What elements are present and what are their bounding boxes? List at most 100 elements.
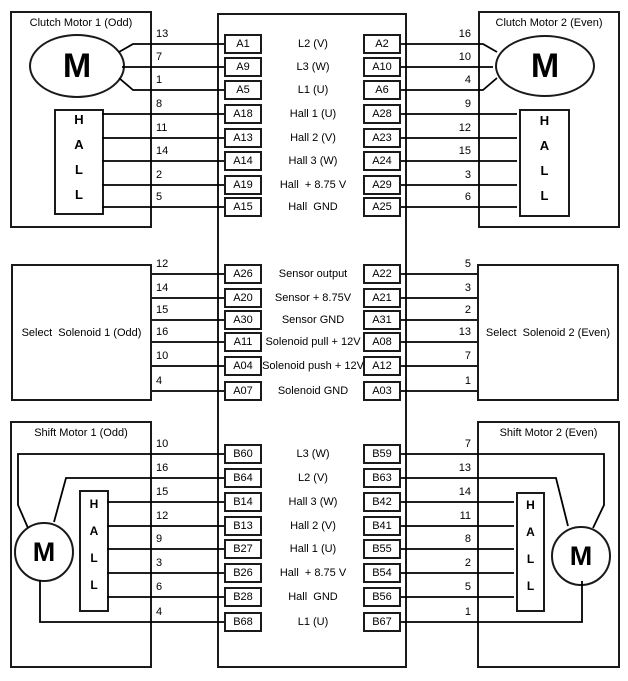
signal-label: Hall 2 (V) — [290, 520, 336, 532]
pin-box-right: A25 — [363, 197, 401, 217]
signal-label: L3 (W) — [296, 448, 330, 460]
wire-number-right: 11 — [459, 510, 471, 522]
clutch-motor-1-box: Clutch Motor 1 (Odd) M HALL — [10, 11, 152, 228]
pin-box-right: A2 — [363, 34, 401, 54]
signal-label: Solenoid push + 12V — [262, 360, 364, 372]
signal-label: Hall 1 (U) — [289, 108, 337, 120]
wire-number-left: 9 — [156, 533, 163, 545]
pin-box-right: B63 — [363, 468, 401, 488]
pin-box-left: A13 — [224, 128, 262, 148]
wire-number-left: 10 — [156, 350, 169, 362]
wire-number-left: 2 — [156, 169, 163, 181]
pin-box-left: B27 — [224, 539, 262, 559]
hall-label: HALL — [523, 498, 538, 606]
pin-box-left: A15 — [224, 197, 262, 217]
pin-box-right: A24 — [363, 151, 401, 171]
wire-number-left: 16 — [156, 326, 169, 338]
select-solenoid-1-box: Select Solenoid 1 (Odd) — [11, 264, 152, 401]
wire-number-right: 2 — [464, 304, 471, 316]
pin-box-right: A6 — [363, 80, 401, 100]
hall-label: HALL — [87, 497, 101, 605]
wire-number-left: 13 — [156, 28, 169, 40]
signal-label: Hall + 8.75 V — [279, 567, 347, 579]
wire-number-right: 3 — [464, 169, 471, 181]
motor-letter: M — [569, 540, 593, 571]
wire-number-right: 3 — [464, 282, 471, 294]
pin-box-right: A31 — [363, 310, 401, 330]
pin-box-right: A10 — [363, 57, 401, 77]
wire-number-left: 7 — [156, 51, 163, 63]
pin-box-left: B28 — [224, 587, 262, 607]
wire-number-left: 16 — [156, 462, 169, 474]
pin-box-right: B41 — [363, 516, 401, 536]
signal-label: L1 (U) — [297, 84, 329, 96]
hall-label: HALL — [71, 112, 87, 212]
wire-number-right: 14 — [458, 486, 471, 498]
wire-number-right: 4 — [464, 74, 471, 86]
hall-sensor-box: HALL — [79, 490, 109, 612]
wire-number-left: 10 — [156, 438, 169, 450]
pin-box-right: A12 — [363, 356, 401, 376]
pin-box-left: A14 — [224, 151, 262, 171]
select-solenoid-2-box: Select Solenoid 2 (Even) — [477, 264, 619, 401]
pin-box-right: B56 — [363, 587, 401, 607]
motor-letter: M — [62, 47, 92, 85]
select-solenoid-2-title: Select Solenoid 2 (Even) — [485, 326, 611, 339]
pin-box-left: A30 — [224, 310, 262, 330]
wire-number-left: 14 — [156, 282, 169, 294]
motor-symbol: M — [29, 34, 125, 98]
select-solenoid-1-title: Select Solenoid 1 (Odd) — [21, 326, 142, 339]
wire-number-left: 8 — [156, 98, 163, 110]
clutch-motor-2-box: Clutch Motor 2 (Even) M HALL — [478, 11, 620, 228]
pin-box-right: A22 — [363, 264, 401, 284]
signal-label: Solenoid pull + 12V — [265, 336, 361, 348]
motor-symbol: M — [14, 522, 74, 582]
connector-block — [217, 13, 407, 668]
signal-label: Sensor + 8.75V — [274, 292, 352, 304]
pin-box-left: A19 — [224, 175, 262, 195]
signal-label: L1 (U) — [297, 616, 329, 628]
pin-box-left: B64 — [224, 468, 262, 488]
wire-number-left: 12 — [156, 258, 169, 270]
pin-box-right: A23 — [363, 128, 401, 148]
motor-letter: M — [530, 47, 560, 85]
pin-box-right: A08 — [363, 332, 401, 352]
signal-label: Hall 2 (V) — [290, 132, 336, 144]
shift-motor-2-box: Shift Motor 2 (Even) M HALL — [477, 421, 620, 668]
wire-number-right: 6 — [464, 191, 471, 203]
wire-number-right: 15 — [458, 145, 471, 157]
shift-motor-2-title: Shift Motor 2 (Even) — [499, 427, 598, 439]
wire-number-left: 15 — [156, 304, 169, 316]
pin-box-left: A1 — [224, 34, 262, 54]
signal-label: Sensor GND — [281, 314, 345, 326]
pin-box-left: A18 — [224, 104, 262, 124]
shift-motor-1-box: Shift Motor 1 (Odd) M HALL — [10, 421, 152, 668]
pin-box-left: A04 — [224, 356, 262, 376]
signal-label: Hall + 8.75 V — [279, 179, 347, 191]
motor-symbol: M — [551, 526, 611, 586]
wire-number-right: 13 — [458, 326, 471, 338]
pin-box-right: A03 — [363, 381, 401, 401]
wire-number-left: 1 — [156, 74, 163, 86]
pin-box-right: B54 — [363, 563, 401, 583]
signal-label: Hall 1 (U) — [289, 543, 337, 555]
pin-box-left: B60 — [224, 444, 262, 464]
signal-label: Hall GND — [288, 201, 338, 213]
pin-box-left: B13 — [224, 516, 262, 536]
wire-number-right: 13 — [458, 462, 471, 474]
wire-number-right: 7 — [464, 350, 471, 362]
wire-number-right: 1 — [464, 375, 471, 387]
wire-number-right: 9 — [464, 98, 471, 110]
pin-box-left: A9 — [224, 57, 262, 77]
wire-number-right: 7 — [464, 438, 471, 450]
pin-box-right: A28 — [363, 104, 401, 124]
wire-number-right: 10 — [458, 51, 471, 63]
wire-number-right: 8 — [464, 533, 471, 545]
pin-box-right: B67 — [363, 612, 401, 632]
wire-number-left: 6 — [156, 581, 163, 593]
wire-number-right: 5 — [464, 581, 471, 593]
pin-box-right: B42 — [363, 492, 401, 512]
clutch-motor-1-title: Clutch Motor 1 (Odd) — [29, 17, 133, 29]
wire-number-right: 5 — [464, 258, 471, 270]
wire-number-right: 1 — [464, 606, 471, 618]
